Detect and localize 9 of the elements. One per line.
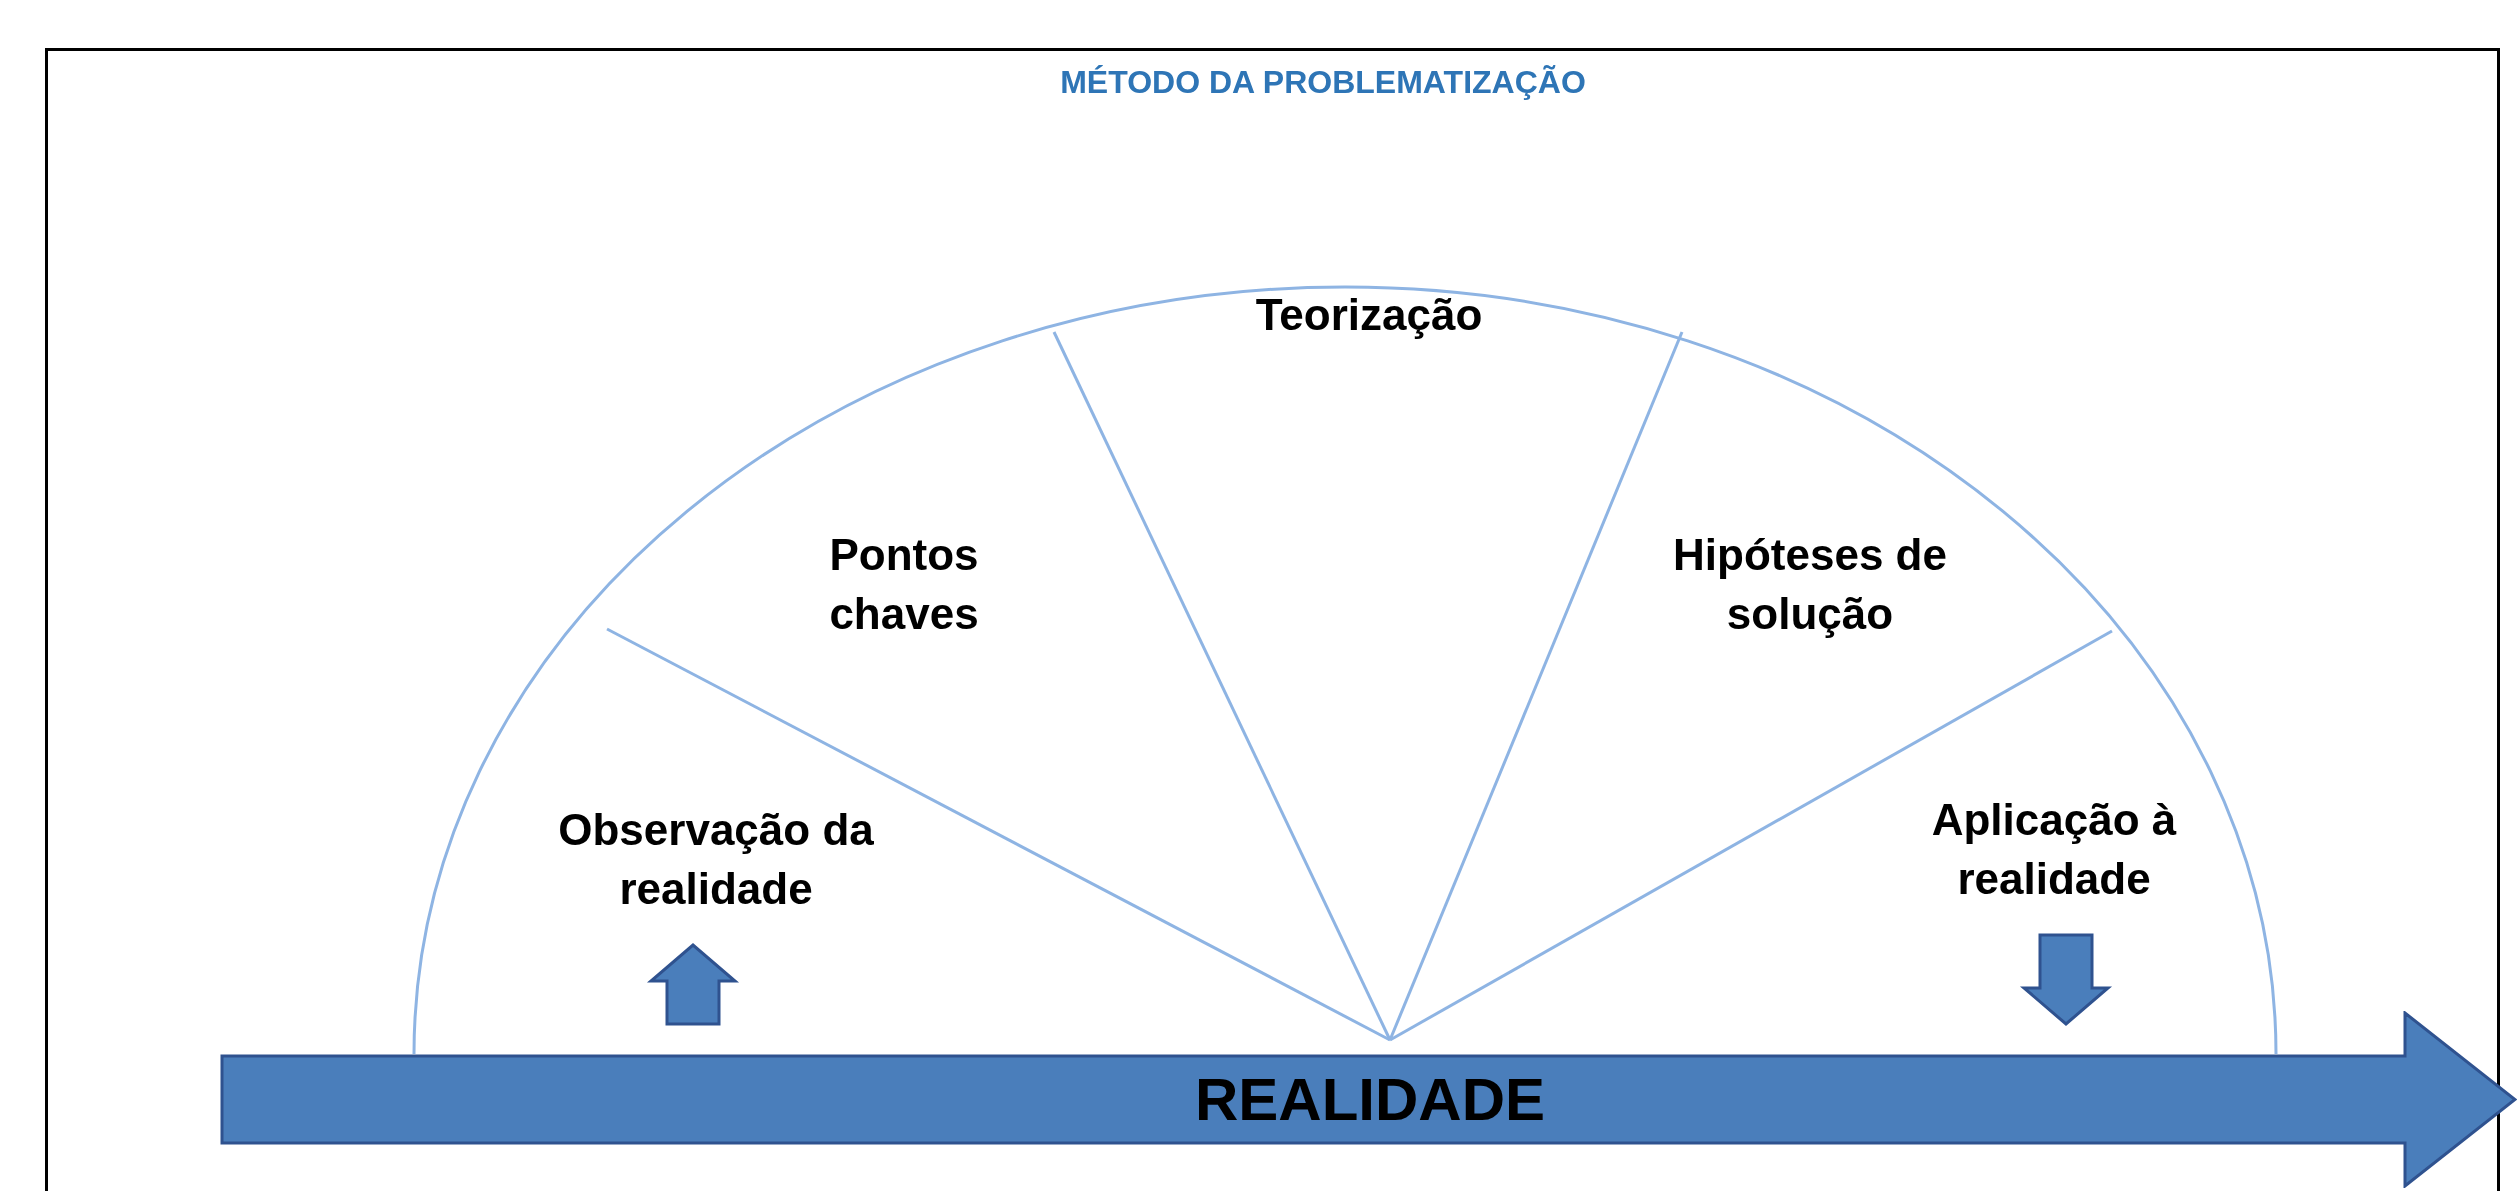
stage-label: Pontos chaves (754, 525, 1054, 644)
block-arrow (2019, 933, 2113, 1026)
title: MÉTODO DA PROBLEMATIZAÇÃO (1059, 63, 1587, 102)
stage-label: Observação da realidade (536, 800, 896, 919)
block-arrow (646, 943, 740, 1026)
stage-label: Teorização (1209, 285, 1529, 345)
stage-label: Hipóteses de solução (1610, 525, 2010, 644)
reality-arrow-band: REALIDADE (220, 1011, 2517, 1188)
stage-label: Aplicação à realidade (1884, 790, 2224, 909)
